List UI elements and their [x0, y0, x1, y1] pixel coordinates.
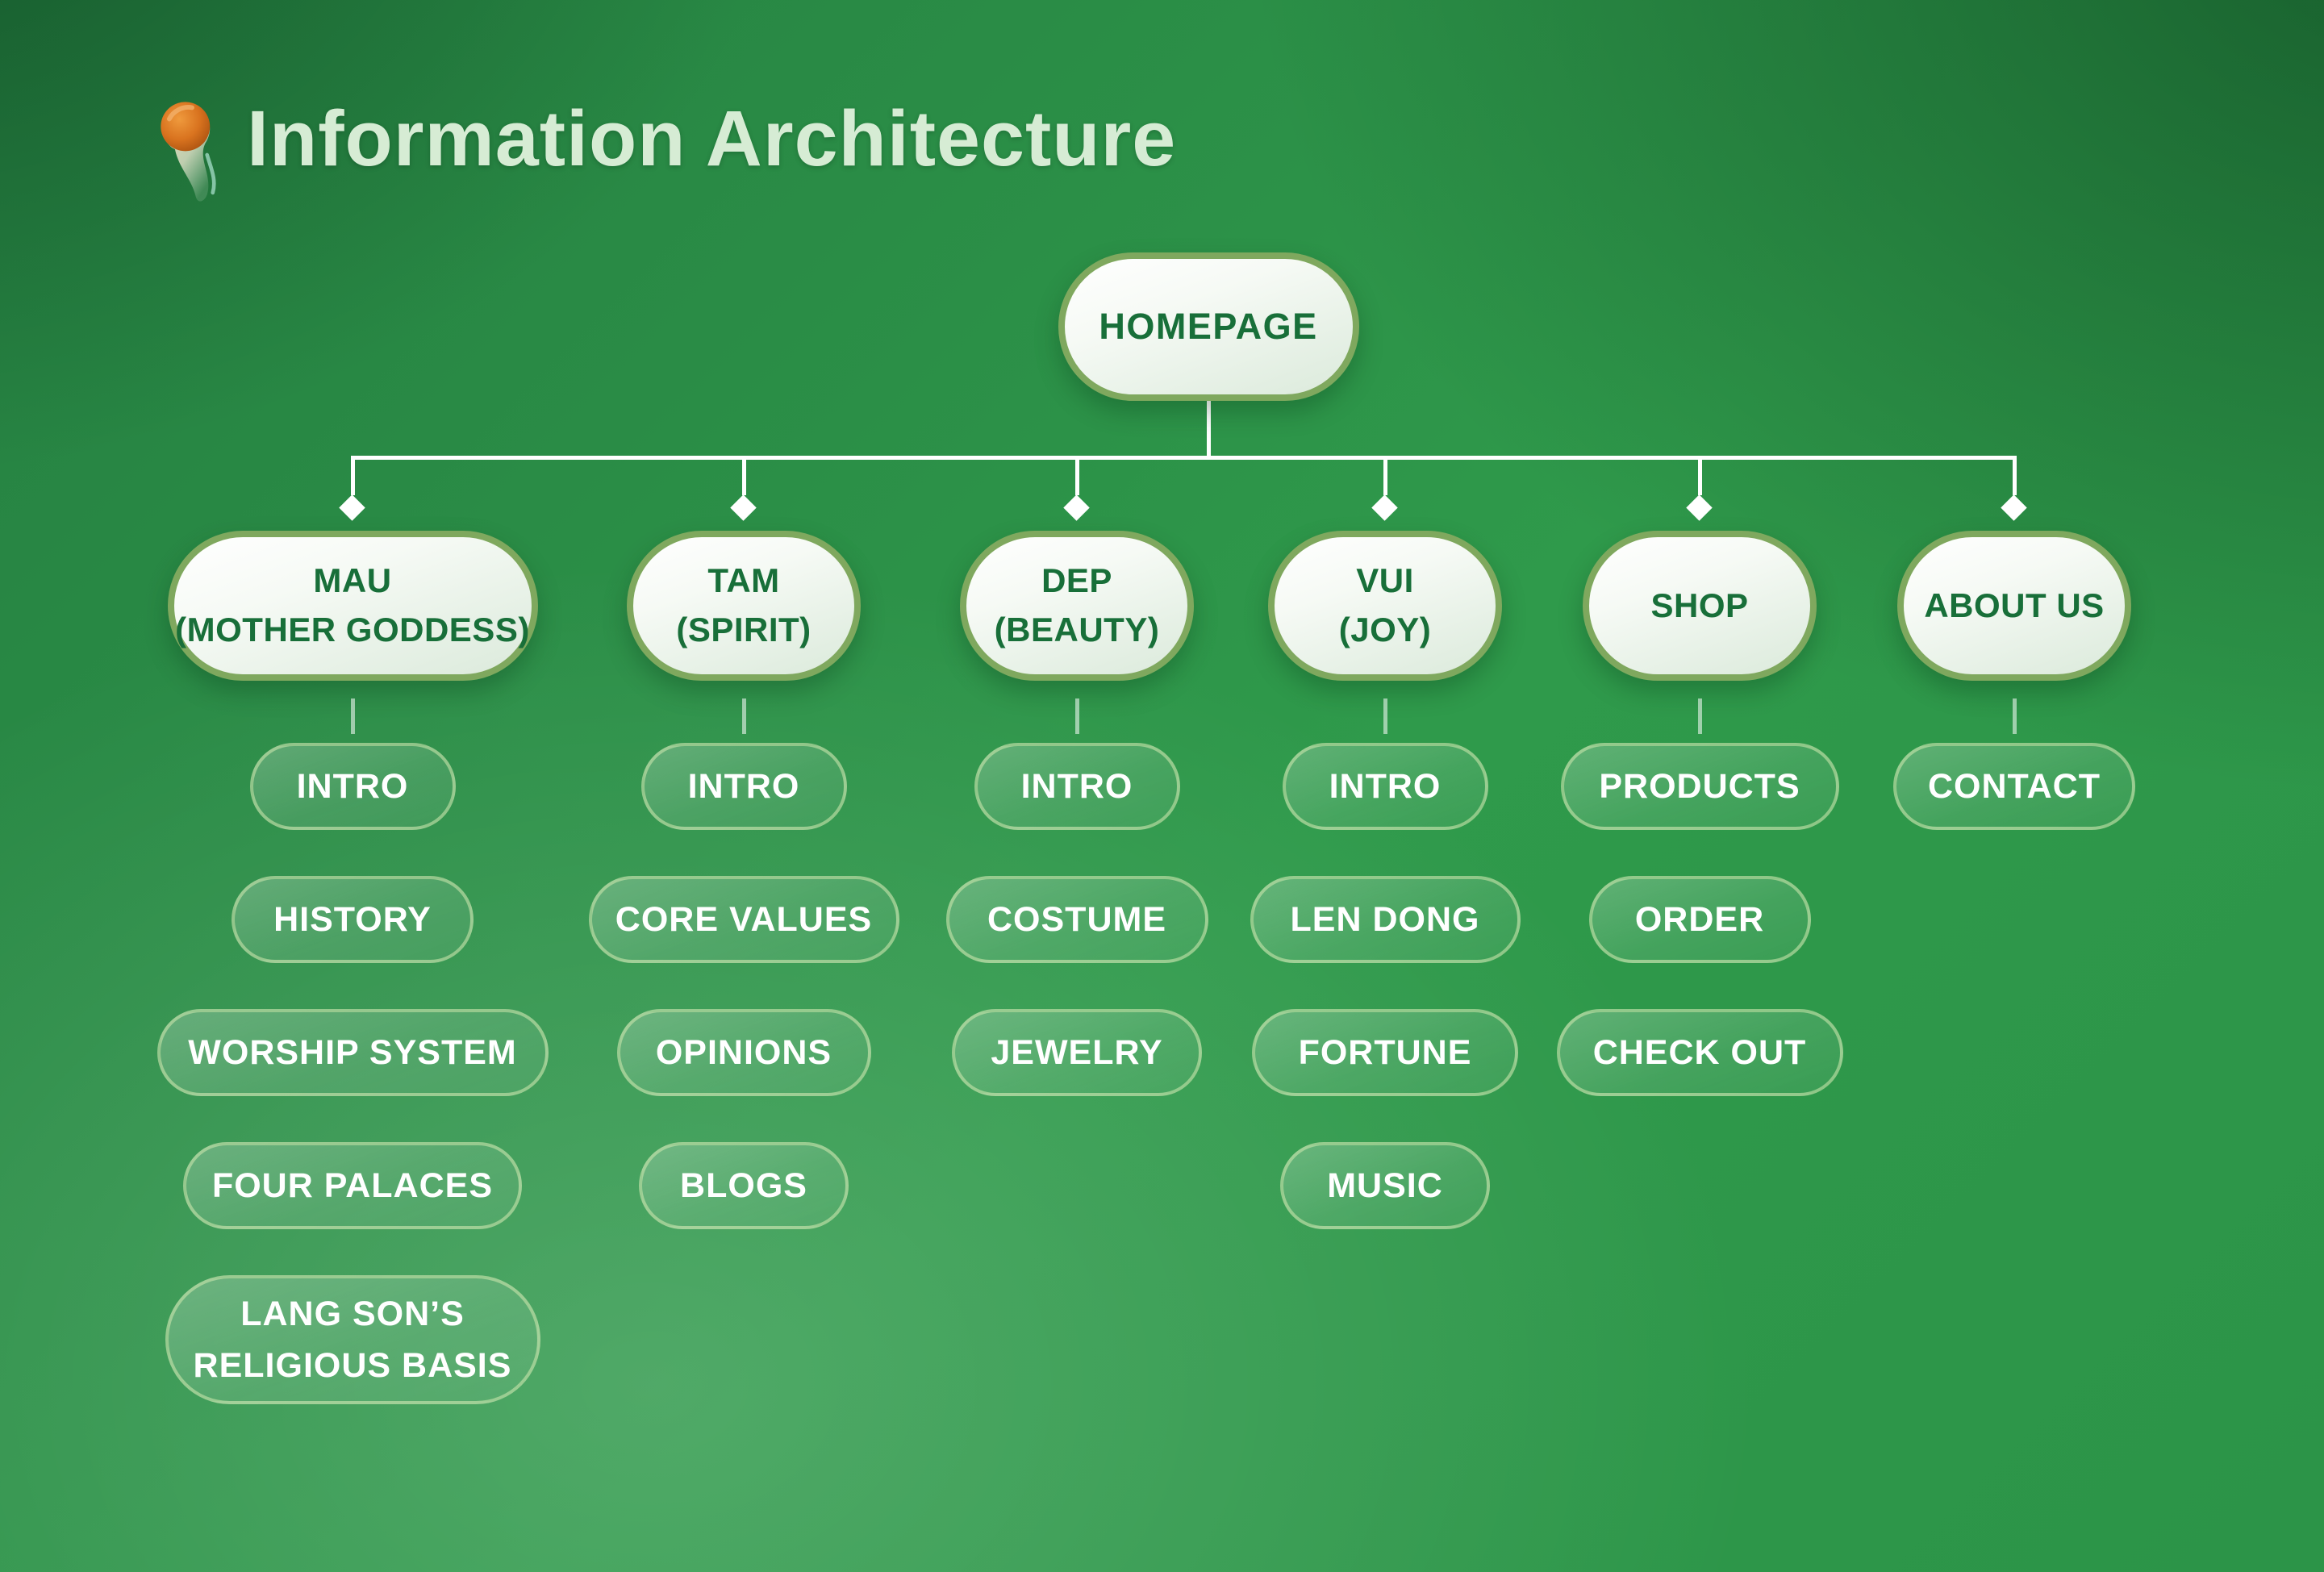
branch-drop-connector	[742, 456, 746, 495]
branch-drop-connector	[2013, 456, 2017, 495]
child-pill-label-line: INTRO	[1020, 766, 1133, 806]
child-pill-dep-1[interactable]: COSTUME	[945, 876, 1208, 963]
branch-child-stub-connector	[351, 698, 355, 734]
page-title-bar: Information Architecture	[150, 77, 1177, 202]
child-pill-label-line: ORDER	[1634, 899, 1765, 939]
branch-label-line: MAU	[313, 561, 392, 600]
child-pill-mau-4[interactable]: LANG SON’S RELIGIOUS BASIS	[165, 1275, 540, 1404]
child-pill-mau-3[interactable]: FOUR PALACES	[183, 1142, 522, 1229]
child-pill-mau-1[interactable]: HISTORY	[232, 876, 474, 963]
child-pill-shop-1[interactable]: ORDER	[1588, 876, 1811, 963]
child-pill-tam-2[interactable]: OPINIONS	[616, 1009, 871, 1096]
child-pill-label-line: BLOGS	[680, 1165, 807, 1205]
child-pill-dep-2[interactable]: JEWELRY	[952, 1009, 1202, 1096]
child-pill-tam-0[interactable]: INTRO	[640, 743, 847, 830]
child-pill-label-line: LANG SON’S	[240, 1294, 465, 1333]
branch-child-stub-connector	[1698, 698, 1702, 734]
diamond-connector	[1686, 494, 1713, 521]
diamond-connector	[1063, 494, 1090, 521]
branch-node-tam[interactable]: TAM (SPIRIT)	[627, 531, 861, 681]
branch-child-stub-connector	[1075, 698, 1079, 734]
tree-horizontal-connector	[351, 456, 2017, 460]
branch-label-line: (SPIRIT)	[676, 611, 812, 648]
child-pill-label-line: MUSIC	[1327, 1165, 1443, 1205]
diamond-connector	[1371, 494, 1398, 521]
child-pill-tam-1[interactable]: CORE VALUES	[588, 876, 899, 963]
child-pill-label-line: JEWELRY	[991, 1032, 1163, 1072]
branch-label-line: (BEAUTY)	[994, 611, 1160, 648]
child-pill-label-line: LEN DONG	[1290, 899, 1480, 939]
branch-node-vui[interactable]: VUI (JOY)	[1268, 531, 1502, 681]
child-pill-label-line: OPINIONS	[655, 1032, 832, 1072]
child-pill-mau-0[interactable]: INTRO	[249, 743, 456, 830]
branch-node-about-us[interactable]: ABOUT US	[1897, 531, 2131, 681]
child-pill-label-line: HISTORY	[273, 899, 432, 939]
branch-node-dep[interactable]: DEP (BEAUTY)	[960, 531, 1194, 681]
branch-drop-connector	[351, 456, 355, 495]
child-pill-vui-1[interactable]: LEN DONG	[1250, 876, 1521, 963]
child-pill-label-line: COSTUME	[987, 899, 1166, 939]
branch-label-line: TAM	[707, 561, 780, 600]
child-pill-label-line: CONTACT	[1927, 766, 2101, 806]
child-pill-shop-2[interactable]: CHECK OUT	[1556, 1009, 1843, 1096]
diamond-connector	[339, 494, 365, 521]
diamond-connector	[730, 494, 757, 521]
page-title: Information Architecture	[247, 94, 1177, 182]
branch-child-stub-connector	[742, 698, 746, 734]
branch-child-stub-connector	[1383, 698, 1387, 734]
child-pill-vui-3[interactable]: MUSIC	[1280, 1142, 1490, 1229]
child-pill-about-us-0[interactable]: CONTACT	[1893, 743, 2135, 830]
child-pill-label-line: INTRO	[1329, 766, 1442, 806]
homepage-vertical-connector	[1207, 401, 1211, 460]
diamond-connector	[2001, 494, 2027, 521]
child-pill-label-line: INTRO	[687, 766, 800, 806]
child-pill-label-line: CORE VALUES	[615, 899, 873, 939]
branch-label-line: DEP	[1041, 561, 1112, 600]
child-pill-label-line: RELIGIOUS BASIS	[193, 1346, 512, 1385]
child-pill-shop-0[interactable]: PRODUCTS	[1560, 743, 1839, 830]
child-pill-tam-3[interactable]: BLOGS	[639, 1142, 849, 1229]
branch-label-line: VUI	[1356, 561, 1414, 600]
branch-drop-connector	[1075, 456, 1079, 495]
comet-icon	[161, 102, 216, 202]
branch-child-stub-connector	[2013, 698, 2017, 734]
child-pill-label-line: FORTUNE	[1298, 1032, 1472, 1072]
branch-label-line: (MOTHER GODDESS)	[175, 611, 530, 648]
branch-drop-connector	[1698, 456, 1702, 495]
child-pill-label-line: INTRO	[296, 766, 409, 806]
homepage-node[interactable]: HOMEPAGE	[1058, 252, 1359, 401]
child-pill-dep-0[interactable]: INTRO	[974, 743, 1180, 830]
child-pill-vui-0[interactable]: INTRO	[1282, 743, 1488, 830]
child-pill-vui-2[interactable]: FORTUNE	[1252, 1009, 1518, 1096]
branch-label-line: (JOY)	[1338, 611, 1432, 648]
child-pill-mau-2[interactable]: WORSHIP SYSTEM	[156, 1009, 549, 1096]
child-pill-label-line: PRODUCTS	[1599, 766, 1800, 806]
child-pill-label-line: CHECK OUT	[1592, 1032, 1807, 1072]
branch-node-shop[interactable]: SHOP	[1583, 531, 1817, 681]
child-pill-label-line: WORSHIP SYSTEM	[188, 1032, 517, 1072]
child-pill-label-line: FOUR PALACES	[211, 1165, 494, 1205]
branch-label-line: SHOP	[1650, 586, 1749, 624]
branch-label-line: ABOUT US	[1924, 586, 2105, 624]
homepage-label: HOMEPAGE	[1099, 306, 1318, 347]
branch-drop-connector	[1383, 456, 1387, 495]
branch-node-mau[interactable]: MAU (MOTHER GODDESS)	[167, 531, 538, 681]
